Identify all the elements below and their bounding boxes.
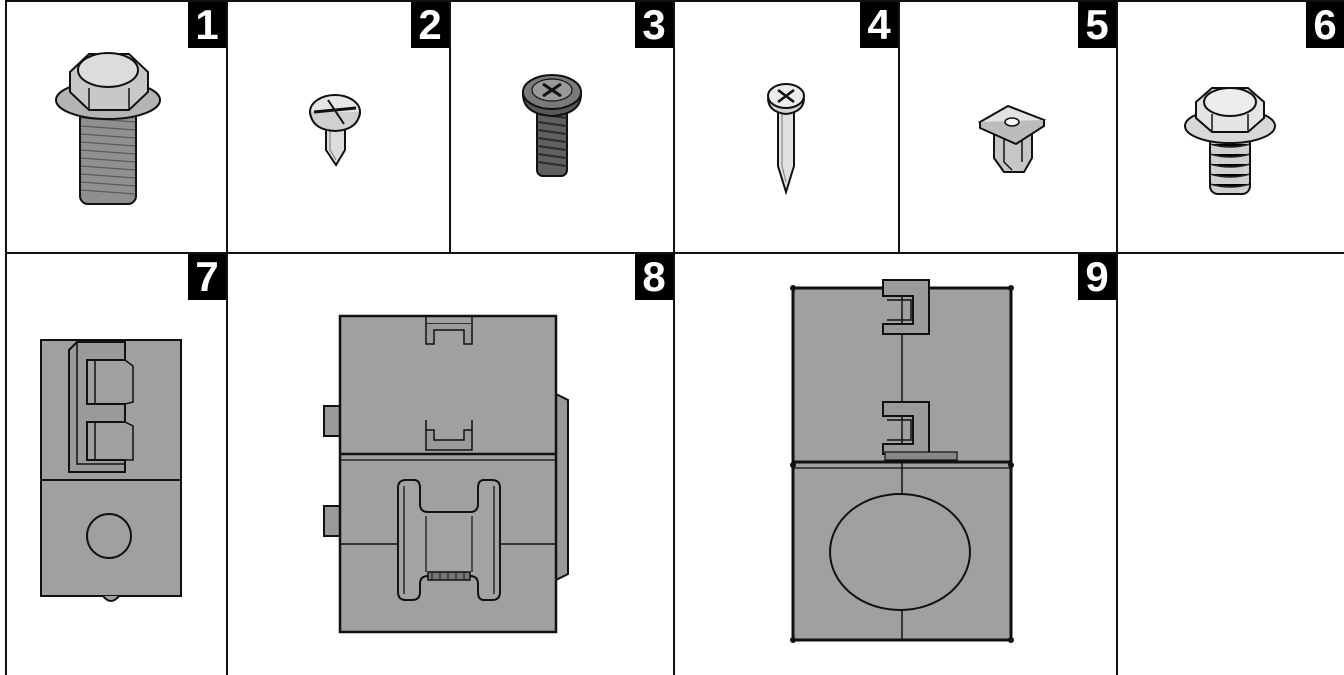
grid-divider-1: [226, 0, 228, 675]
grid-left-border: [5, 0, 7, 675]
grid-divider-5: [1116, 0, 1118, 675]
part-number-badge: 3: [635, 2, 673, 48]
part-cell-6: 6: [1118, 2, 1344, 252]
part-cell-2: 2: [228, 2, 449, 252]
ferrite-core-side-view-icon: [40, 339, 182, 602]
part-number-badge: 6: [1306, 2, 1344, 48]
part-cell-3: 3: [451, 2, 673, 252]
part-cell-4: 4: [675, 2, 898, 252]
part-number-badge: 5: [1078, 2, 1116, 48]
part-cell-5: 5: [900, 2, 1116, 252]
part-number-badge: 9: [1078, 254, 1116, 300]
pan-head-phillips-pointed-screw-icon: [767, 83, 805, 196]
part-number-badge: 2: [411, 2, 449, 48]
grid-divider-4: [898, 0, 900, 253]
empty-cell: [1118, 254, 1344, 675]
part-number-badge: 7: [188, 254, 226, 300]
flange-hex-bolt-icon: [55, 52, 161, 205]
hex-washer-head-bolt-icon: [1184, 87, 1276, 195]
truss-head-tapping-screw-icon: [309, 94, 361, 167]
part-cell-7: 7: [7, 254, 226, 675]
dark-pan-head-phillips-screw-icon: [522, 74, 582, 177]
part-number-badge: 8: [635, 254, 673, 300]
grid-divider-3: [673, 0, 675, 675]
ferrite-core-top-view-icon: [790, 279, 1014, 643]
part-number-badge: 1: [188, 2, 226, 48]
ferrite-core-front-view-icon: [323, 314, 569, 634]
grid-divider-2: [449, 0, 451, 253]
part-number-badge: 4: [860, 2, 898, 48]
square-clip-nut-icon: [977, 104, 1047, 173]
part-cell-1: 1: [7, 2, 226, 252]
part-cell-8: 8: [228, 254, 673, 675]
part-cell-9: 9: [675, 254, 1116, 675]
